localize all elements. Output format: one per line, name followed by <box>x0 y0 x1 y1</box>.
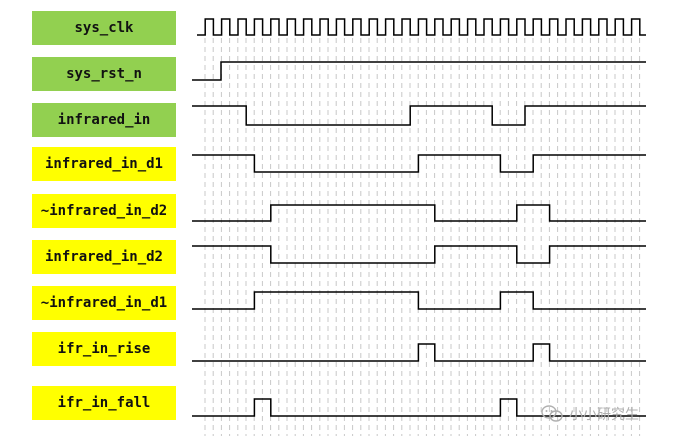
waveform-ifr-in-fall <box>192 398 646 417</box>
watermark: 小小研究生 <box>541 400 639 428</box>
signal-label-not-infrared-in-d2: ~infrared_in_d2 <box>32 194 176 228</box>
signal-label-not-infrared-in-d1: ~infrared_in_d1 <box>32 286 176 320</box>
waveform-sys-rst-n <box>192 61 646 81</box>
waveform-infrared-in <box>192 105 646 126</box>
signal-label-ifr-in-fall: ifr_in_fall <box>32 386 176 420</box>
waveform-ifr-in-rise <box>192 343 646 362</box>
waveform-infrared-in-d2 <box>192 245 646 264</box>
signal-label-sys-clk: sys_clk <box>32 11 176 45</box>
wechat-icon <box>541 405 563 422</box>
signal-label-infrared-in-d1: infrared_in_d1 <box>32 147 176 181</box>
waveform-not-infrared-in-d2 <box>192 204 646 222</box>
signal-label-ifr-in-rise: ifr_in_rise <box>32 332 176 366</box>
watermark-text: 小小研究生 <box>569 407 639 423</box>
signal-label-infrared-in: infrared_in <box>32 103 176 137</box>
signal-label-infrared-in-d2: infrared_in_d2 <box>32 240 176 274</box>
waveform-not-infrared-in-d1 <box>192 291 646 310</box>
signal-label-sys-rst-n: sys_rst_n <box>32 57 176 91</box>
waveform-infrared-in-d1 <box>192 154 646 173</box>
waveform-sys-clk <box>197 18 646 36</box>
